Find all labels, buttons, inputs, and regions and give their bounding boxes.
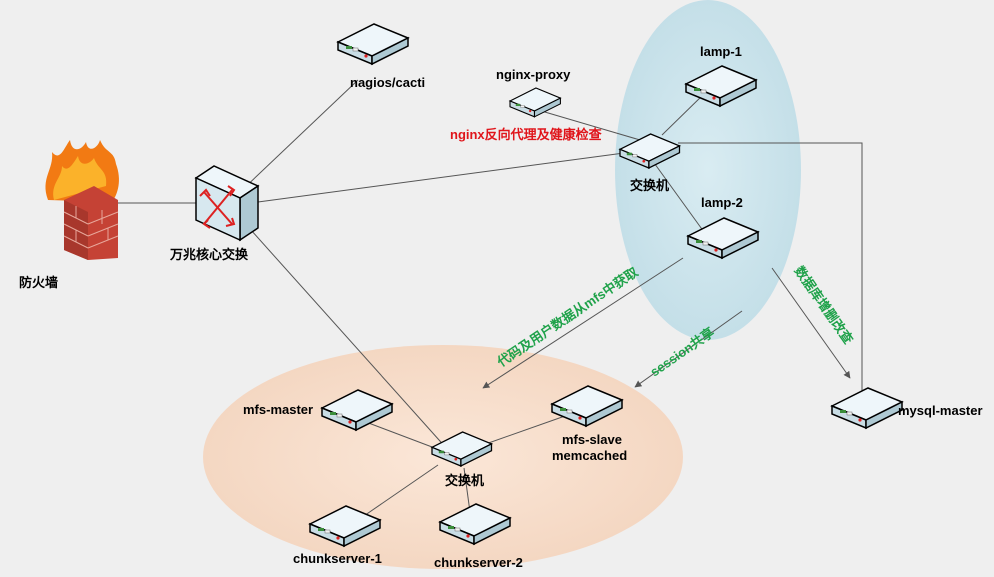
nagios-label: nagios/cacti: [350, 75, 426, 90]
nagios-server-icon: [337, 23, 409, 65]
switch-bottom-label: 交换机: [445, 473, 485, 488]
nginx-annotation: nginx反向代理及健康检查: [450, 127, 602, 142]
nginx-proxy-label: nginx-proxy: [496, 67, 571, 82]
chunkserver1-label: chunkserver-1: [293, 551, 382, 566]
core-switch-label: 万兆核心交换: [170, 247, 249, 262]
data-flow-arrows: [482, 257, 851, 389]
switch-top-label: 交换机: [630, 178, 670, 193]
firewall-label: 防火墙: [19, 275, 59, 290]
firewall-icon: [45, 140, 119, 260]
mysql-master-server-icon: [831, 387, 903, 429]
mfs-master-label: mfs-master: [243, 402, 314, 417]
lamp2-label: lamp-2: [701, 195, 743, 210]
mfs-slave-label: mfs-slave: [562, 432, 622, 447]
core-switch-icon: [194, 165, 260, 242]
nginx-proxy-server-icon: [509, 87, 561, 118]
lamp1-label: lamp-1: [700, 44, 742, 59]
connection-lines: [118, 79, 863, 521]
memcached-label: memcached: [552, 448, 628, 463]
chunkserver2-label: chunkserver-2: [434, 555, 523, 570]
mysql-master-label: mysql-master: [898, 403, 983, 418]
